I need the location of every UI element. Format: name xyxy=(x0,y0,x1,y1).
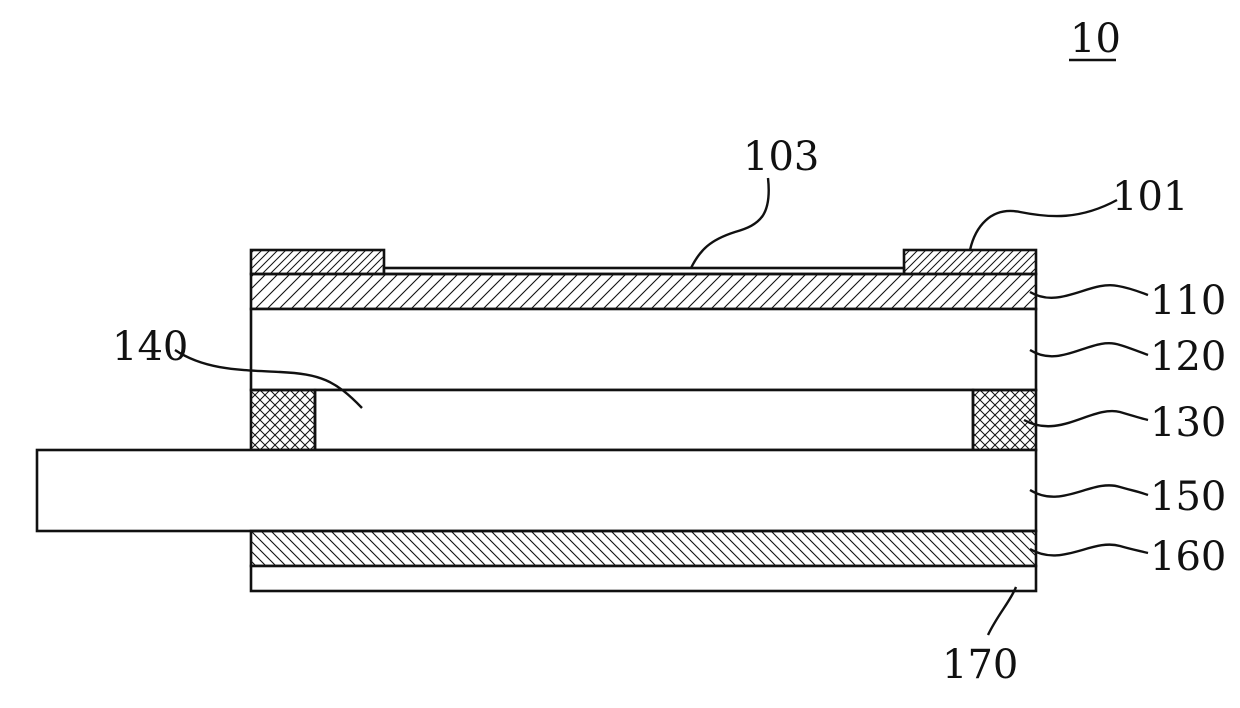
layer-150 xyxy=(37,450,1036,531)
leader-103 xyxy=(691,178,769,268)
leader-101 xyxy=(970,200,1117,250)
layer-120 xyxy=(251,309,1036,390)
leader-120 xyxy=(1030,343,1148,356)
layer-170 xyxy=(251,566,1036,591)
layer-101-right-pad xyxy=(904,250,1036,274)
label-130: 130 xyxy=(1150,400,1226,446)
label-103: 103 xyxy=(743,134,819,180)
label-120: 120 xyxy=(1150,334,1226,380)
layer-110 xyxy=(251,274,1036,309)
label-110: 110 xyxy=(1150,278,1226,324)
label-140: 140 xyxy=(112,324,188,370)
leader-160 xyxy=(1030,545,1148,556)
label-160: 160 xyxy=(1150,534,1226,580)
label-170: 170 xyxy=(942,642,1018,688)
label-101: 101 xyxy=(1112,174,1188,220)
leader-170 xyxy=(988,587,1016,635)
layer-140-cavity xyxy=(315,390,973,450)
leader-150 xyxy=(1030,485,1148,496)
leader-130 xyxy=(1024,411,1148,426)
layer-101-left-pad xyxy=(251,250,384,274)
layer-130-left-spacer xyxy=(251,390,315,450)
layer-160 xyxy=(251,531,1036,566)
label-150: 150 xyxy=(1150,474,1226,520)
leader-110 xyxy=(1030,285,1148,298)
figure-number: 10 xyxy=(1070,16,1121,62)
